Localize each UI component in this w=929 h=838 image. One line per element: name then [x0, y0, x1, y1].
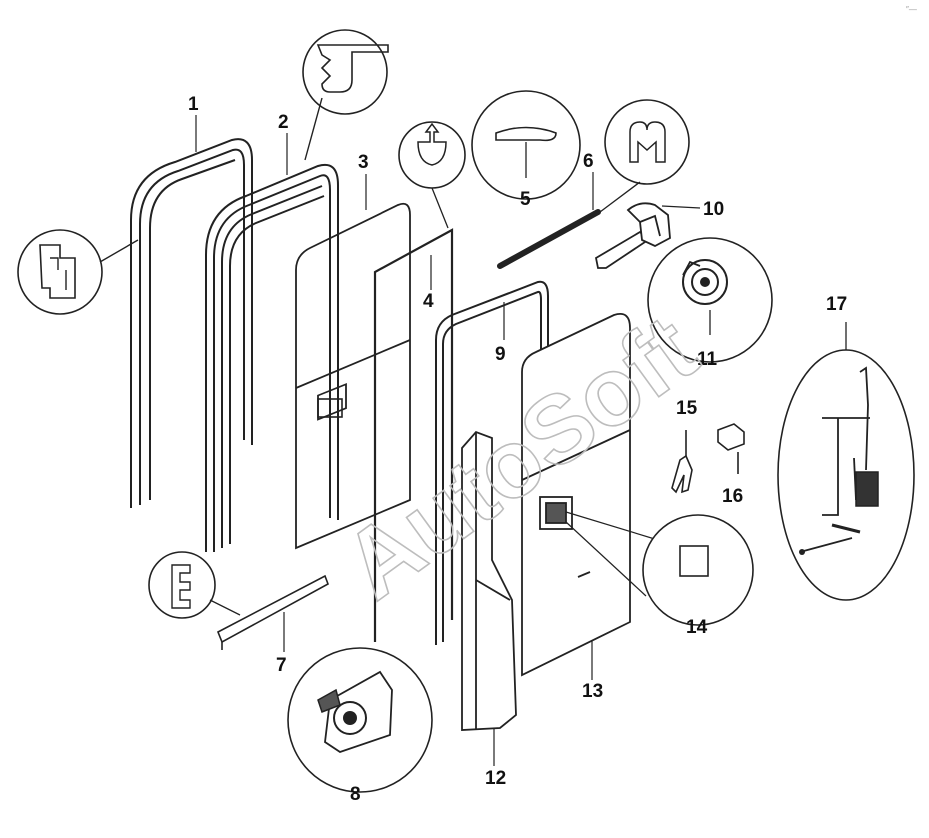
label-4: 4	[423, 291, 434, 312]
part-13-door-panel	[521, 313, 631, 677]
part-6-profile-detail	[599, 99, 690, 213]
part-16-clip	[717, 423, 745, 474]
label-13: 13	[582, 681, 603, 702]
part-8-detail	[287, 647, 433, 793]
label-2: 2	[278, 112, 289, 133]
label-14: 14	[686, 617, 708, 638]
part-3-handle-recess	[317, 398, 343, 418]
label-12: 12	[485, 768, 506, 789]
label-7: 7	[276, 655, 287, 676]
part-12-trim	[461, 430, 517, 731]
part-5-detail	[471, 90, 581, 200]
label-15: 15	[676, 398, 698, 419]
label-1: 1	[188, 94, 199, 115]
part-4-seal	[373, 228, 454, 642]
part-1-gasket	[130, 138, 253, 508]
part-7-strip	[216, 574, 329, 650]
part-11-detail	[647, 237, 773, 363]
part-9-frame	[435, 280, 549, 645]
label-10: 10	[703, 199, 724, 220]
corner-mark: ″—	[906, 5, 917, 14]
label-5: 5	[520, 189, 531, 210]
part-10-handle	[594, 202, 671, 269]
label-8: 8	[350, 784, 361, 805]
label-6: 6	[583, 151, 594, 172]
part-7-profile-detail	[148, 551, 241, 619]
label-16: 16	[722, 486, 743, 507]
label-3: 3	[358, 152, 369, 173]
part-15-clip	[671, 430, 693, 494]
part-2-gasket	[205, 163, 339, 552]
part-6-strip	[497, 209, 601, 269]
label-9: 9	[495, 344, 506, 365]
label-11: 11	[697, 349, 718, 370]
part-2-profile-detail	[302, 29, 389, 161]
part-17-detail	[777, 322, 915, 601]
part-4-profile-detail	[398, 121, 466, 229]
label-17: 17	[826, 294, 847, 315]
part-1-profile-detail	[17, 229, 139, 315]
part-14-detail	[565, 511, 754, 626]
